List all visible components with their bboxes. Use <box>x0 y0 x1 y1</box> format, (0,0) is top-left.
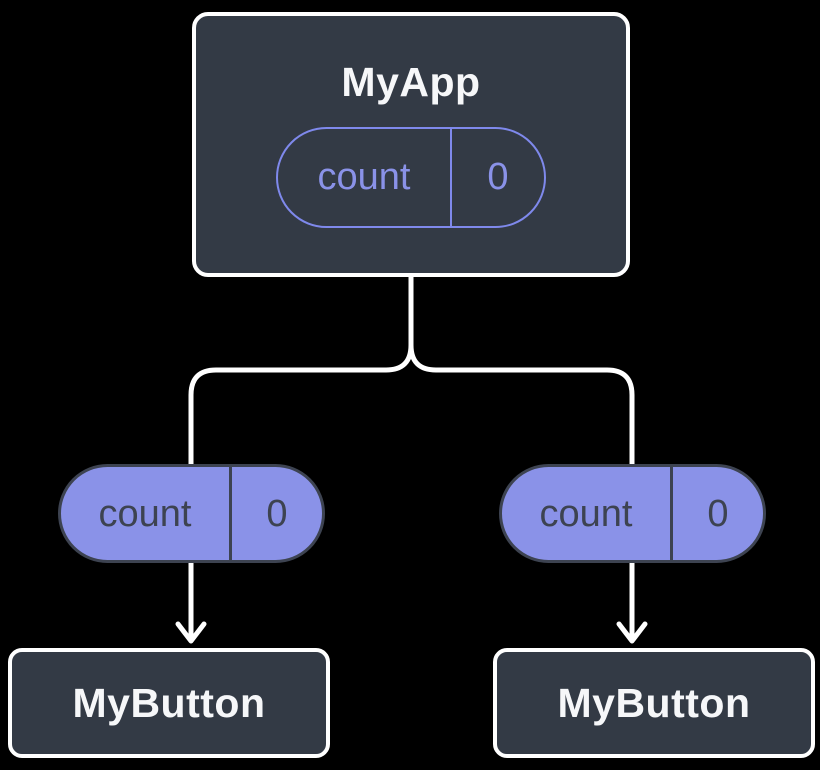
prop-pill-left: count 0 <box>58 464 325 563</box>
arrowhead-left-icon <box>175 621 207 644</box>
state-name: count <box>278 128 452 226</box>
child-component-title-left: MyButton <box>72 679 266 726</box>
root-component-title: MyApp <box>341 58 481 105</box>
branch-right-line <box>408 273 635 642</box>
prop-name-left: count <box>61 467 232 560</box>
prop-name-right: count <box>502 467 673 560</box>
root-component-box: MyApp count 0 <box>192 12 630 277</box>
prop-value-right: 0 <box>707 492 729 535</box>
child-component-title-right: MyButton <box>557 679 751 726</box>
state-value: 0 <box>487 156 509 198</box>
child-component-box-right: MyButton <box>493 648 815 758</box>
state-pill: count 0 <box>276 126 546 228</box>
arrowhead-right-icon <box>616 621 648 644</box>
prop-value-left: 0 <box>266 492 288 535</box>
prop-pill-right: count 0 <box>499 464 766 563</box>
child-component-box-left: MyButton <box>8 648 330 758</box>
branch-left-line <box>188 273 414 642</box>
